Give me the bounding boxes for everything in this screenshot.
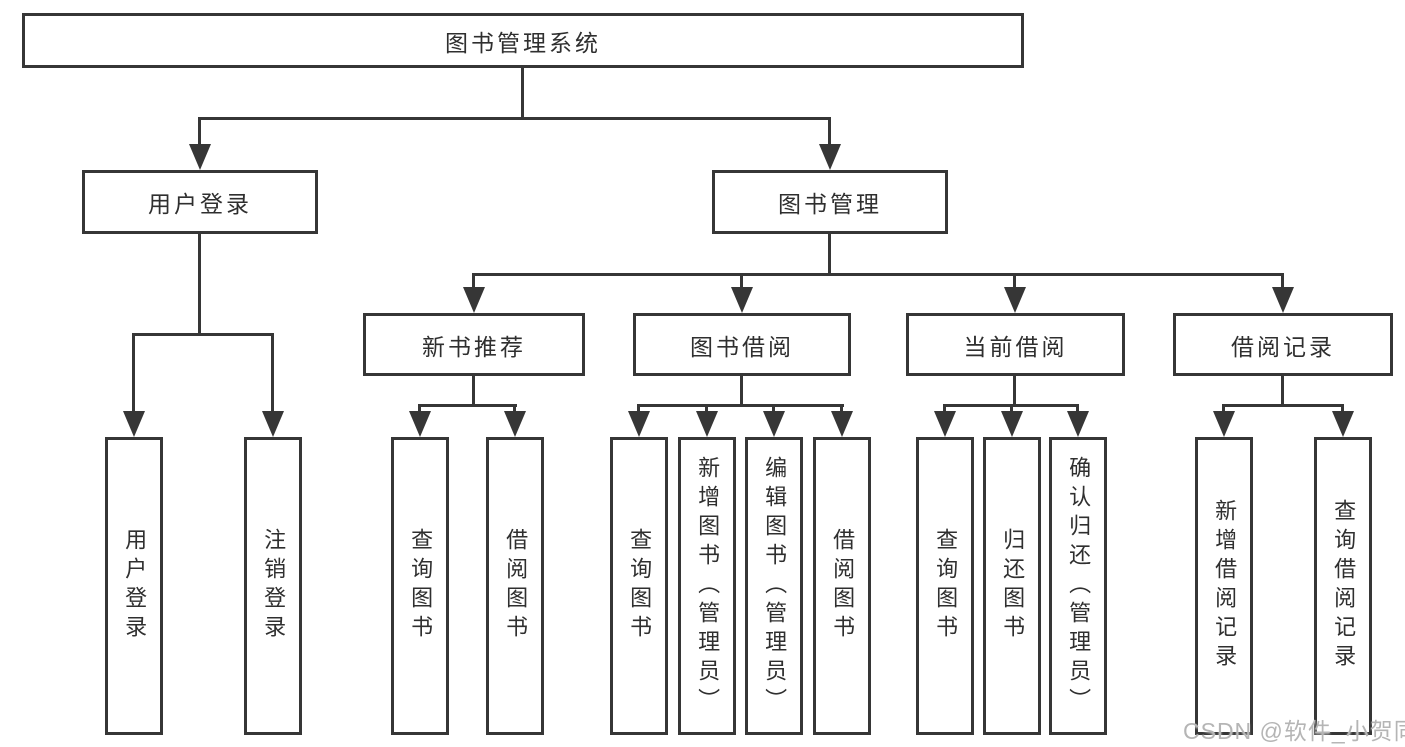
arrowhead-down-icon [819,144,841,170]
node-label: 当前借阅 [963,333,1068,360]
connector-level1-branch [198,117,830,120]
leaf-edit-book-admin: 编辑图书（管理员） [745,437,803,735]
node-label: 确认归还（管理员） [1066,455,1092,717]
connector-book-mgmt-drop [828,117,831,146]
node-label: 用户登录 [148,191,252,217]
connector-current-stem [1013,376,1016,407]
leaf-borrow-books-recommend: 借阅图书 [486,437,544,735]
node-label: 图书借阅 [690,333,794,360]
connector-user-login-stem [198,234,201,336]
connector-leaf-drop [132,333,135,413]
node-current-borrow: 当前借阅 [906,313,1125,376]
leaf-add-borrow-record: 新增借阅记录 [1195,437,1253,735]
node-label: 借阅图书 [830,528,856,644]
arrowhead-down-icon [934,411,956,437]
leaf-user-login: 用户登录 [105,437,163,735]
arrowhead-down-icon [696,411,718,437]
node-label: 编辑图书（管理员） [762,455,788,717]
connector-leaf-drop [1076,404,1079,414]
leaf-borrow-books-borrow: 借阅图书 [813,437,871,735]
node-label: 借阅记录 [1231,333,1335,360]
connector-borrow-branch [637,404,844,407]
connector-book-mgmt-stem [828,234,831,276]
node-label: 查询借阅记录 [1331,499,1357,673]
connector-records-branch [1222,404,1343,407]
node-label: 查询图书 [627,528,653,644]
node-label: 借阅图书 [503,528,529,644]
connector-leaf-drop [513,404,516,414]
connector-leaf-drop [840,404,843,414]
leaf-confirm-return-admin: 确认归还（管理员） [1049,437,1107,735]
node-label: 新增借阅记录 [1212,499,1238,673]
leaf-query-books-borrow: 查询图书 [610,437,668,735]
connector-level2-drop [1281,273,1284,289]
leaf-return-books: 归还图书 [983,437,1041,735]
arrowhead-down-icon [628,411,650,437]
connector-leaf-drop [271,333,274,413]
connector-leaf-drop [418,404,421,414]
csdn-watermark: CSDN @软件_小贺同学 [1183,718,1405,744]
arrowhead-down-icon [831,411,853,437]
arrowhead-down-icon [189,144,211,170]
node-label: 注销登录 [261,528,287,644]
connector-level2-drop [472,273,475,289]
leaf-query-books-current: 查询图书 [916,437,974,735]
arrowhead-down-icon [731,287,753,313]
arrowhead-down-icon [1332,411,1354,437]
connector-leaf-drop [772,404,775,414]
connector-borrow-stem [740,376,743,407]
arrowhead-down-icon [1001,411,1023,437]
connector-level2-drop [1013,273,1016,289]
node-borrow-records: 借阅记录 [1173,313,1393,376]
arrowhead-down-icon [409,411,431,437]
node-label: 查询图书 [408,528,434,644]
arrowhead-down-icon [1213,411,1235,437]
connector-level2-branch [472,273,1283,276]
connector-records-stem [1281,376,1284,407]
arrowhead-down-icon [1067,411,1089,437]
connector-leaf-drop [705,404,708,414]
connector-leaf-drop [943,404,946,414]
node-new-book-recommend: 新书推荐 [363,313,585,376]
leaf-logout: 注销登录 [244,437,302,735]
connector-user-login-branch [132,333,273,336]
connector-leaf-drop [637,404,640,414]
node-book-borrow: 图书借阅 [633,313,851,376]
arrowhead-down-icon [763,411,785,437]
arrowhead-down-icon [463,287,485,313]
arrowhead-down-icon [504,411,526,437]
node-user-login: 用户登录 [82,170,318,234]
connector-recommend-stem [472,376,475,407]
node-label: 归还图书 [1000,528,1026,644]
arrowhead-down-icon [1004,287,1026,313]
arrowhead-down-icon [262,411,284,437]
node-label: 图书管理 [778,191,882,217]
connector-leaf-drop [1341,404,1344,414]
leaf-add-book-admin: 新增图书（管理员） [678,437,736,735]
leaf-query-borrow-record: 查询借阅记录 [1314,437,1372,735]
node-label: 新增图书（管理员） [695,455,721,717]
node-book-management: 图书管理 [712,170,948,234]
leaf-query-books-recommend: 查询图书 [391,437,449,735]
node-label: 用户登录 [122,528,148,644]
connector-root-stem [521,68,524,120]
connector-level2-drop [740,273,743,289]
node-label: 查询图书 [933,528,959,644]
arrowhead-down-icon [1272,287,1294,313]
node-library-management-system: 图书管理系统 [22,13,1024,68]
arrowhead-down-icon [123,411,145,437]
node-label: 新书推荐 [422,333,526,360]
connector-user-login-drop [198,117,201,146]
connector-leaf-drop [1010,404,1013,414]
connector-leaf-drop [1222,404,1225,414]
node-label: 图书管理系统 [445,29,601,56]
connector-recommend-branch [418,404,517,407]
